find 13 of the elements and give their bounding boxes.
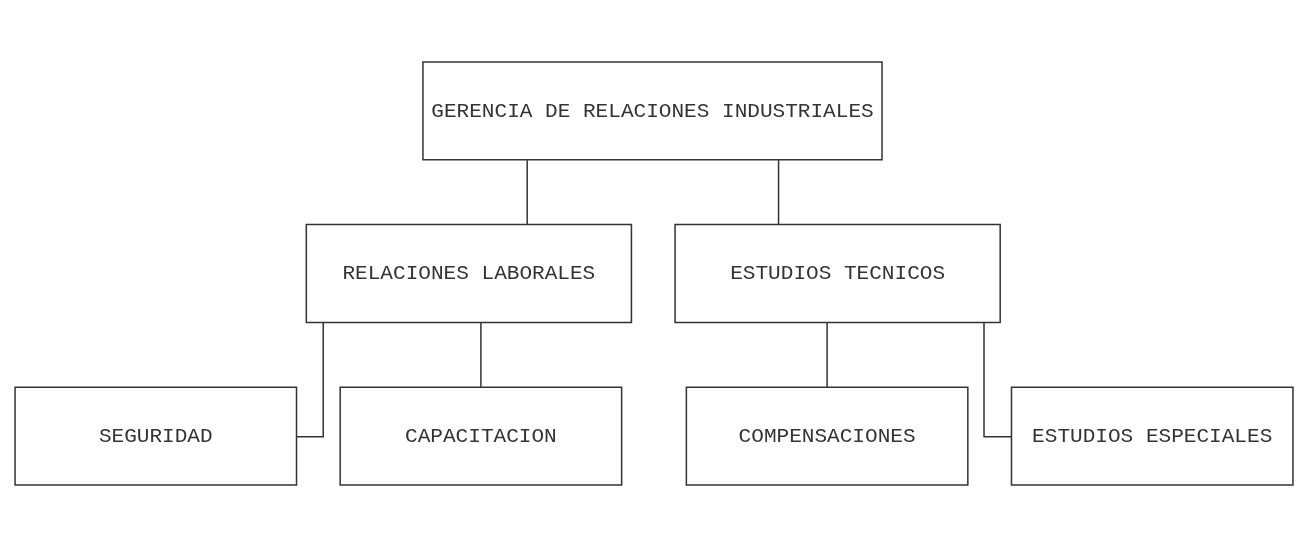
connector <box>777 158 780 225</box>
connector <box>826 321 828 388</box>
connector <box>480 321 482 388</box>
node-box: ESTUDIOS TECNICOS <box>674 223 1001 323</box>
connector <box>983 321 1012 438</box>
node-box: COMPENSACIONES <box>685 385 969 486</box>
node-box: SEGURIDAD <box>14 385 298 486</box>
node-box: RELACIONES LABORALES <box>305 223 633 323</box>
node-box: ESTUDIOS ESPECIALES <box>1010 385 1294 486</box>
node-box: GERENCIA DE RELACIONES INDUSTRIALES <box>422 60 883 161</box>
connector <box>296 321 324 438</box>
node-box: CAPACITACION <box>339 385 623 486</box>
connector <box>526 158 528 225</box>
